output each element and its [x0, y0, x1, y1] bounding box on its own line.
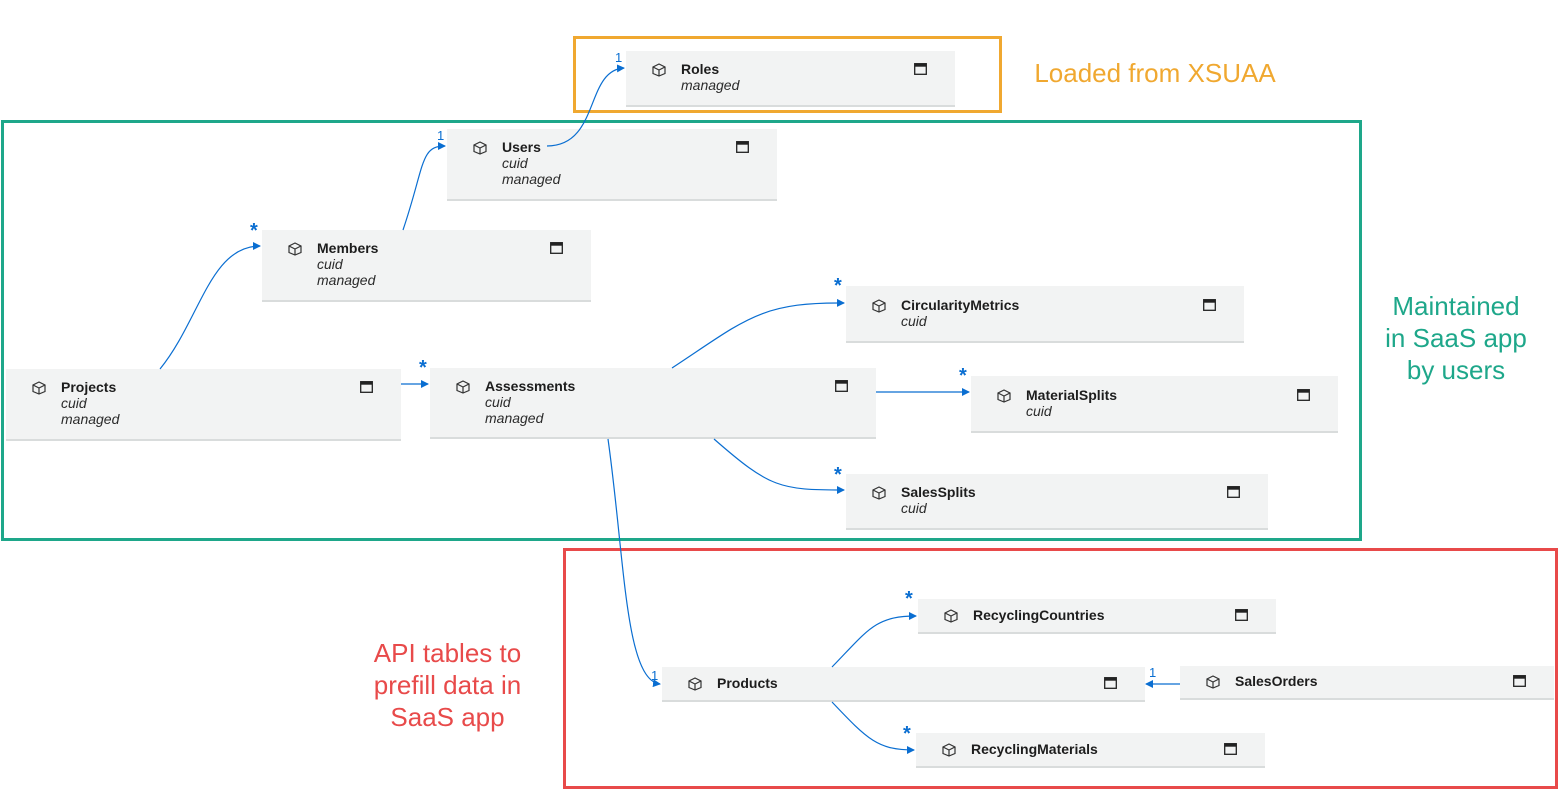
entity-aspect: managed — [61, 411, 120, 427]
group-label-api-line: API tables to — [373, 638, 522, 668]
entity-aspect: cuid — [901, 500, 927, 516]
window-icon[interactable] — [1235, 609, 1248, 621]
window-icon[interactable] — [1104, 677, 1117, 689]
window-icon[interactable] — [736, 141, 749, 153]
window-icon[interactable] — [1227, 486, 1240, 498]
entity-name: CircularityMetrics — [901, 297, 1020, 313]
entity-name: Users — [502, 139, 541, 155]
cube-icon — [32, 381, 46, 395]
group-label-saas: Maintained in SaaS app by users — [1370, 290, 1542, 386]
group-label-saas-line: in SaaS app — [1385, 323, 1527, 353]
entity-sales-orders[interactable]: SalesOrders — [1180, 666, 1554, 700]
entity-name: RecyclingMaterials — [971, 741, 1098, 757]
entity-name: Projects — [61, 379, 117, 395]
window-icon[interactable] — [1224, 743, 1237, 755]
group-label-saas-line: by users — [1406, 355, 1506, 385]
entity-aspect: cuid — [502, 155, 528, 171]
entity-aspect: managed — [485, 410, 544, 426]
entity-aspect: managed — [502, 171, 561, 187]
entity-name: Products — [717, 675, 778, 691]
entity-aspect: cuid — [61, 395, 87, 411]
group-box-saas — [1, 120, 1362, 541]
entity-aspect: managed — [681, 77, 740, 93]
entity-aspect: managed — [317, 272, 376, 288]
entity-name: Members — [317, 240, 379, 256]
group-label-api-line: prefill data in — [373, 670, 522, 700]
window-icon[interactable] — [360, 381, 373, 393]
entity-aspect: cuid — [485, 394, 511, 410]
group-label-saas-line: Maintained — [1392, 291, 1520, 321]
entity-name: SalesOrders — [1235, 673, 1318, 689]
entity-name: MaterialSplits — [1026, 387, 1118, 403]
window-icon[interactable] — [550, 242, 563, 254]
group-label-api: API tables to prefill data in SaaS app — [350, 637, 545, 733]
cube-icon — [942, 743, 956, 757]
window-icon[interactable] — [1297, 389, 1310, 401]
entity-aspects: cuid — [901, 500, 927, 516]
entity-aspect: cuid — [317, 256, 343, 272]
window-icon[interactable] — [1513, 675, 1526, 687]
group-box-api — [563, 548, 1558, 789]
group-label-api-line: SaaS app — [390, 702, 505, 732]
cube-icon — [288, 242, 302, 256]
window-icon[interactable] — [914, 63, 927, 75]
entity-recycling-materials[interactable]: RecyclingMaterials — [916, 733, 1265, 768]
cube-icon — [997, 389, 1011, 403]
entity-products[interactable]: Products — [662, 667, 1145, 702]
cube-icon — [872, 486, 886, 500]
entity-name: Roles — [681, 61, 720, 77]
entity-aspects: cuid — [1026, 403, 1052, 419]
cube-icon — [1206, 675, 1220, 689]
cube-icon — [688, 677, 702, 691]
entity-aspect: cuid — [901, 313, 927, 329]
cube-icon — [944, 609, 958, 623]
entity-name: RecyclingCountries — [973, 607, 1105, 623]
cube-icon — [473, 141, 487, 155]
entity-name: SalesSplits — [901, 484, 976, 500]
cube-icon — [872, 299, 886, 313]
cube-icon — [456, 380, 470, 394]
entity-recycling-countries[interactable]: RecyclingCountries — [918, 599, 1276, 634]
entity-name: Assessments — [485, 378, 576, 394]
window-icon[interactable] — [835, 380, 848, 392]
entity-aspects: managed — [681, 77, 739, 93]
cube-icon — [652, 63, 666, 77]
entity-aspect: cuid — [1026, 403, 1052, 419]
entity-aspects: cuid — [901, 313, 927, 329]
group-label-xsuaa: Loaded from XSUAA — [1034, 58, 1276, 88]
window-icon[interactable] — [1203, 299, 1216, 311]
